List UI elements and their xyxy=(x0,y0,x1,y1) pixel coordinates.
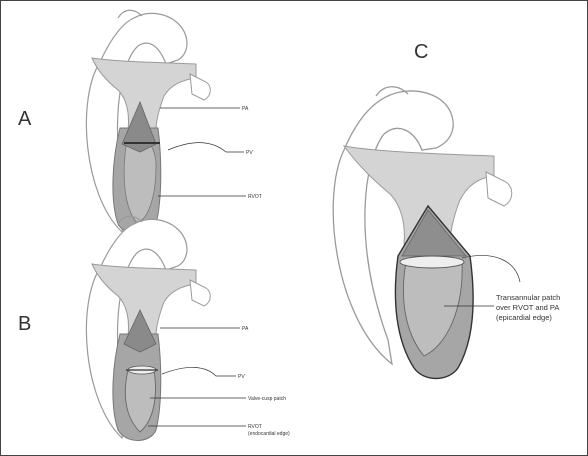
panel-b-pv-label: PV xyxy=(238,374,245,380)
panel-a-pa-label: PA xyxy=(242,106,249,112)
panel-c-label-3: (epicardial edge) xyxy=(496,313,552,322)
panel-b-letter: B xyxy=(18,313,31,335)
panel-a: A PA PV RVOT xyxy=(18,10,262,234)
panel-b-patch-label: Valve-cusp patch xyxy=(248,396,286,402)
panel-c-letter: C xyxy=(414,41,428,63)
panel-a-pv-label: PV xyxy=(246,150,253,156)
panel-c: C Transannular patch over RVOT and PA (e… xyxy=(333,41,560,379)
panel-a-pv-leader xyxy=(168,143,244,152)
panel-b: B PA PV Valve-cusp patch RVOT (endocardi… xyxy=(18,216,290,440)
panel-a-rvot-label: RVOT xyxy=(248,194,262,200)
panel-b-rvot-label-2: (endocardial edge) xyxy=(248,431,290,437)
panel-b-pv-leader xyxy=(162,367,236,376)
panel-c-label-2: over RVOT and PA xyxy=(496,303,559,312)
panel-c-label-1: Transannular patch xyxy=(496,293,560,302)
panel-c-pa-branch xyxy=(486,172,512,206)
panel-b-pa-label: PA xyxy=(242,326,249,332)
panel-a-letter: A xyxy=(18,108,32,130)
panel-a-pa-branch xyxy=(190,74,210,100)
panel-b-rvot-label-1: RVOT xyxy=(248,424,262,430)
panel-c-valve-opening xyxy=(400,256,464,268)
panel-b-pa-branch xyxy=(190,280,210,306)
